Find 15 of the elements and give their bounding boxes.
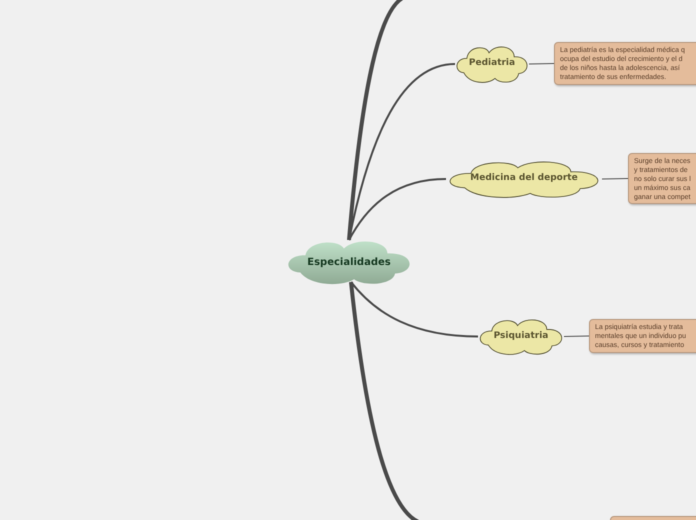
connector-line <box>348 63 456 240</box>
note-box <box>628 153 696 204</box>
connector-line <box>350 281 478 338</box>
connector-line <box>348 178 446 240</box>
topic-label: Especialidades <box>307 256 391 270</box>
topic-label: Pediatria <box>468 57 516 70</box>
note-box <box>554 42 696 85</box>
connector-line <box>602 178 628 180</box>
note-box <box>589 319 696 353</box>
connector-line <box>528 63 554 64</box>
topic-label: Psiquiatria <box>494 330 548 343</box>
topic-cloud <box>455 44 529 84</box>
topic-label: Medicina del deporte <box>470 172 578 186</box>
topic-cloud <box>478 317 564 356</box>
connector-line <box>564 336 590 337</box>
